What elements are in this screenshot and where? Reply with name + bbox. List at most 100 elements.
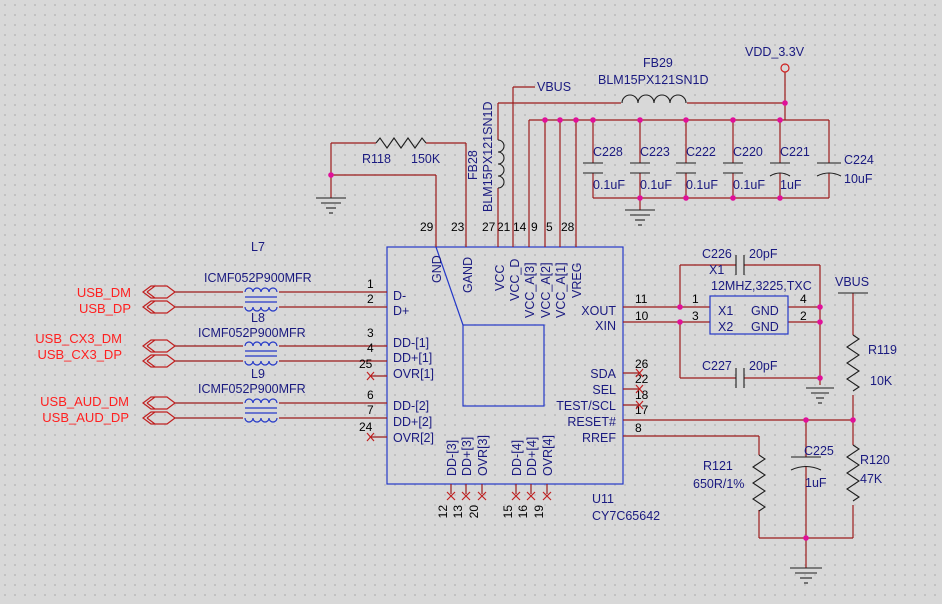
pin-name-test-scl: TEST/SCL xyxy=(556,399,616,413)
pin-num-5: 5 xyxy=(546,220,553,234)
ic-bottom-pins: 12 13 20 15 16 19 xyxy=(436,484,552,519)
c223-ref: C223 xyxy=(640,145,670,159)
ic-part: CY7C65642 xyxy=(592,509,660,523)
c227-value: 20pF xyxy=(749,359,778,373)
pin-name-rref: RREF xyxy=(582,431,616,445)
ic-u11[interactable] xyxy=(386,246,624,485)
net-ports xyxy=(142,285,176,425)
pin-num-13: 13 xyxy=(451,505,465,519)
pin-name-vcc-a2: VCC_A[2] xyxy=(539,262,553,318)
capacitor-c220[interactable]: C220 0.1uF xyxy=(723,145,765,192)
pin-name-vcc-d: VCC_D xyxy=(508,259,522,301)
c225-ref: C225 xyxy=(804,444,834,458)
ic-left-pin-numbers: 1 2 3 4 25 6 7 24 xyxy=(359,277,374,434)
pin-name-dd-1-plus: DD+[1] xyxy=(393,351,432,365)
capacitor-c225[interactable]: C225 1uF xyxy=(790,444,834,490)
pin-name-sel: SEL xyxy=(592,383,616,397)
crystal-pin-x2: X2 xyxy=(718,320,733,334)
capacitor-c228[interactable]: C228 0.1uF xyxy=(583,145,625,192)
l8-part: ICMF052P900MFR xyxy=(198,326,306,340)
pin-num-19: 19 xyxy=(532,505,546,519)
pin-name-xin: XIN xyxy=(595,319,616,333)
r119-ref: R119 xyxy=(868,343,897,357)
pin-name-gand: GAND xyxy=(461,257,475,293)
ground-symbol-caps xyxy=(625,209,655,226)
c228-ref: C228 xyxy=(593,145,623,159)
choke-l8[interactable]: L8 ICMF052P900MFR xyxy=(198,311,306,368)
pin-num-2: 2 xyxy=(367,292,374,306)
pin-num-9: 9 xyxy=(531,220,538,234)
crystal-x1[interactable]: X1 X2 GND GND 1 3 4 2 X1 12MHZ,3225,TXC xyxy=(692,263,812,335)
pin-num-29: 29 xyxy=(420,220,434,234)
c220-ref: C220 xyxy=(733,145,763,159)
r121-ref: R121 xyxy=(703,459,733,473)
vbus-right-label: VBUS xyxy=(835,275,869,289)
ic-left-pins xyxy=(175,291,387,442)
c224-value: 10uF xyxy=(844,172,873,186)
pin-name-dd-3-plus: DD+[3] xyxy=(460,437,474,476)
crystal-part: 12MHZ,3225,TXC xyxy=(711,279,812,293)
net-label-usb-dp: USB_DP xyxy=(79,301,131,316)
r119-value: 10K xyxy=(870,374,893,388)
pin-num-20: 20 xyxy=(467,505,481,519)
ic-right-pin-names: XOUT XIN SDA SEL TEST/SCL RESET# RREF xyxy=(556,304,616,445)
fb29-part: BLM15PX121SN1D xyxy=(598,73,708,87)
r120-ref: R120 xyxy=(860,453,890,467)
pin-num-4: 4 xyxy=(367,341,374,355)
l7-ref: L7 xyxy=(251,240,265,254)
pin-num-14: 14 xyxy=(513,220,527,234)
capacitor-c223[interactable]: C223 0.1uF xyxy=(630,145,672,192)
reset-wires xyxy=(758,293,854,568)
c224-ref: C224 xyxy=(844,153,874,167)
pin-num-25: 25 xyxy=(359,357,373,371)
pin-num-15: 15 xyxy=(501,505,515,519)
ferrite-fb29[interactable]: FB29 BLM15PX121SN1D xyxy=(598,56,708,106)
capacitor-c226[interactable]: C226 20pF xyxy=(702,247,778,275)
c223-value: 0.1uF xyxy=(640,178,672,192)
pin-name-reset: RESET# xyxy=(567,415,616,429)
pin-num-26: 26 xyxy=(635,357,649,371)
ferrite-fb28[interactable]: FB28 BLM15PX121SN1D xyxy=(466,102,505,212)
vdd-power-symbol: VDD_3.3V xyxy=(745,45,805,73)
crystal-pin-x1: X1 xyxy=(718,304,733,318)
crystal-ref: X1 xyxy=(709,263,724,277)
junction-dots xyxy=(328,100,856,541)
capacitor-c222[interactable]: C222 0.1uF xyxy=(676,145,718,192)
c225-value: 1uF xyxy=(805,476,827,490)
pin-num-10: 10 xyxy=(635,309,649,323)
pin-num-12: 12 xyxy=(436,505,450,519)
c222-value: 0.1uF xyxy=(686,178,718,192)
ic-thermal-pad xyxy=(462,324,545,407)
resistor-r119[interactable]: R119 10K xyxy=(846,334,897,392)
vdd-label: VDD_3.3V xyxy=(745,45,805,59)
pin-num-11: 11 xyxy=(635,292,648,306)
c220-value: 0.1uF xyxy=(733,178,765,192)
pin-name-ovr-3: OVR[3] xyxy=(476,435,490,476)
l7-part: ICMF052P900MFR xyxy=(204,271,312,285)
pin-name-vcc-a3: VCC_A[3] xyxy=(523,262,537,318)
ic-bottom-pin-names: DD-[3] DD+[3] OVR[3] DD-[4] DD+[4] OVR[4… xyxy=(445,435,555,476)
resistor-r121[interactable]: R121 650R/1% xyxy=(693,454,766,512)
pin-name-dd-1-minus: DD-[1] xyxy=(393,336,429,350)
capacitor-c221[interactable]: C221 1uF xyxy=(769,145,810,192)
pin-name-gnd: GND xyxy=(430,255,444,283)
resistor-r120[interactable]: R120 47K xyxy=(846,444,890,502)
ground-symbol-reset xyxy=(790,567,822,584)
resistor-r118[interactable]: R118 150K xyxy=(362,137,441,166)
choke-l9[interactable]: L9 ICMF052P900MFR xyxy=(198,367,306,425)
capacitor-c224[interactable]: C224 10uF xyxy=(816,153,874,186)
capacitor-c227[interactable]: C227 20pF xyxy=(702,359,778,388)
choke-l7[interactable]: L7 ICMF052P900MFR xyxy=(204,240,312,314)
c226-ref: C226 xyxy=(702,247,732,261)
ic-left-pin-names: D- D+ DD-[1] DD+[1] OVR[1] DD-[2] DD+[2]… xyxy=(393,289,434,445)
pin-num-22: 22 xyxy=(635,372,649,386)
pin-name-dd-2-minus: DD-[2] xyxy=(393,399,429,413)
r120-value: 47K xyxy=(860,472,883,486)
ground-symbol-r118 xyxy=(316,197,346,214)
pin-num-6: 6 xyxy=(367,388,374,402)
c221-value: 1uF xyxy=(780,178,802,192)
pin-name-dd-4-plus: DD+[4] xyxy=(525,437,539,476)
crystal-pin-gnd-a: GND xyxy=(751,304,779,318)
crystal-pn-4: 4 xyxy=(800,292,807,306)
